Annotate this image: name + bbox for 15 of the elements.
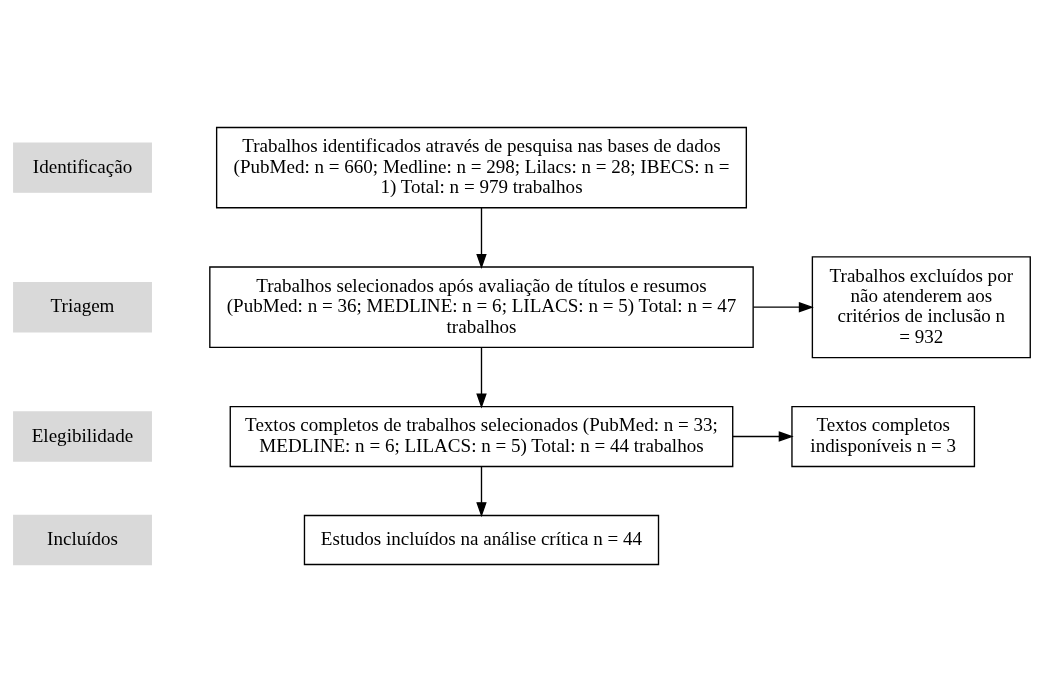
node-box: Triagem xyxy=(13,281,152,332)
node-box: Textos completos indisponíveis n = 3 xyxy=(791,405,976,467)
arrow xyxy=(476,346,487,409)
node-box: Trabalhos identificados através de pesquisa nas bases de dados (PubMed: n = 660; Medline: n = 298; Lilacs: n = 28; IBECS: n = 1) Total: n = 979 trabalhos xyxy=(215,126,747,208)
node-box: Trabalhos excluídos por não atenderem aos critérios de inclusão n = 932 xyxy=(811,255,1031,358)
node-box: Incluídos xyxy=(13,514,152,565)
arrow xyxy=(476,206,487,269)
node-box: Textos completos de trabalhos selecionados (PubMed: n = 33; MEDLINE: n = 6; LILACS: n = 5) Total: n = 44 trabalhos xyxy=(229,405,734,467)
arrow xyxy=(476,465,487,517)
node-box: Elegibilidade xyxy=(13,410,152,462)
arrow xyxy=(732,430,794,442)
node-box: Trabalhos selecionados após avaliação de títulos e resumos (PubMed: n = 36; MEDLINE: n = 6; LILACS: n = 5) Total: n = 47 trabalhos xyxy=(209,265,754,348)
node-box: Estudos incluídos na análise crítica n = 44 xyxy=(303,514,660,565)
arrow xyxy=(752,301,814,312)
node-box: Identificação xyxy=(13,141,152,193)
